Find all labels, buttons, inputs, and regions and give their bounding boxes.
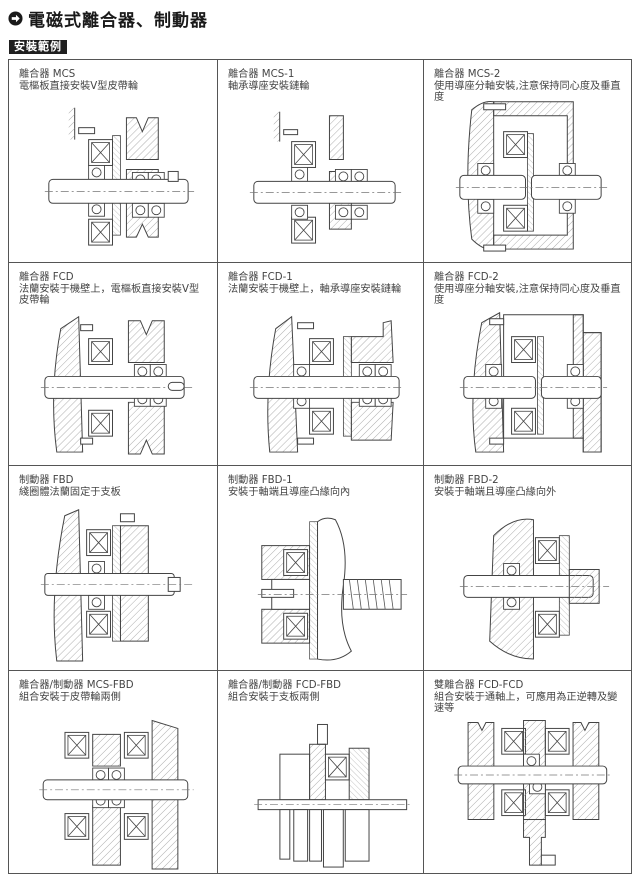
fcd2-clutch-drawing: [459, 311, 608, 453]
cell-caption: 雙離合器 FCD-FCD 組合安裝于通軸上，可應用為正逆轉及變速等: [434, 680, 623, 715]
model-description: 安裝于軸端且導座凸緣向外: [434, 486, 557, 498]
model-name: 離合器 MCS-2: [434, 69, 501, 80]
model-description: 綫圈體法蘭固定于支板: [19, 486, 121, 498]
cell-caption: 離合器 FCD-1 法蘭安裝于機壁上，軸承導座安裝鏈輪: [228, 272, 415, 295]
fbd2-brake-drawing: [459, 518, 610, 660]
cell-caption: 離合器/制動器 FCD-FBD 組合安裝于支板兩側: [228, 680, 415, 703]
model-name: 離合器 FCD-1: [228, 272, 293, 283]
fcd-fcd-double-clutch-drawing: [454, 720, 611, 866]
example-cell-mcs-1: 離合器 MCS-1 軸承導座安裝鏈輪: [218, 60, 424, 263]
cell-caption: 制動器 FBD-1 安裝于軸端且導座凸緣向內: [228, 475, 415, 498]
model-name: 制動器 FBD-2: [434, 475, 499, 486]
mcs-fbd-combo-drawing: [39, 719, 194, 870]
cell-caption: 離合器 MCS-1 軸承導座安裝鏈輪: [228, 69, 415, 92]
example-cell-fcd-fbd: 離合器/制動器 FCD-FBD 組合安裝于支板兩側: [218, 671, 424, 873]
model-name: 離合器 FCD: [19, 272, 74, 283]
cell-caption: 離合器 FCD-2 使用導座分軸安裝,注意保持同心度及垂直度: [434, 272, 623, 307]
model-description: 組合安裝于皮帶輪兩側: [19, 691, 121, 703]
example-cell-fbd: 制動器 FBD 綫圈體法蘭固定于支板: [9, 466, 218, 671]
model-description: 使用導座分軸安裝,注意保持同心度及垂直度: [434, 80, 621, 104]
model-description: 使用導座分軸安裝,注意保持同心度及垂直度: [434, 283, 621, 307]
model-description: 法蘭安裝于機壁上，軸承導座安裝鏈輪: [228, 283, 402, 295]
fbd1-brake-drawing: [257, 517, 408, 661]
page-title: 電磁式離合器、制動器: [28, 10, 208, 31]
model-description: 軸承導座安裝鏈輪: [228, 80, 310, 92]
cell-caption: 離合器/制動器 MCS-FBD 組合安裝于皮帶輪兩側: [19, 680, 209, 703]
cell-caption: 制動器 FBD-2 安裝于軸端且導座凸緣向外: [434, 475, 623, 498]
model-name: 制動器 FBD-1: [228, 475, 293, 486]
cell-caption: 制動器 FBD 綫圈體法蘭固定于支板: [19, 475, 209, 498]
example-cell-mcs-fbd: 離合器/制動器 MCS-FBD 組合安裝于皮帶輪兩側: [9, 671, 218, 873]
arrow-circle-right-icon: [8, 10, 23, 26]
fcd-fbd-combo-drawing: [254, 723, 411, 868]
fbd-brake-drawing: [40, 509, 193, 662]
cell-caption: 離合器 MCS-2 使用導座分軸安裝,注意保持同心度及垂直度: [434, 69, 623, 104]
model-description: 法蘭安裝于機壁上，電樞板直接安裝V型皮帶輪: [19, 283, 200, 307]
model-description: 電樞板直接安裝V型皮帶輪: [19, 80, 139, 92]
cell-caption: 離合器 MCS 電樞板直接安裝V型皮帶輪: [19, 69, 209, 92]
example-cell-fcd-1: 離合器 FCD-1 法蘭安裝于機壁上，軸承導座安裝鏈輪: [218, 263, 424, 466]
mcs1-clutch-drawing: [249, 111, 402, 244]
example-cell-fbd-2: 制動器 FBD-2 安裝于軸端且導座凸緣向外: [424, 466, 631, 671]
cell-caption: 離合器 FCD 法蘭安裝于機壁上，電樞板直接安裝V型皮帶輪: [19, 272, 209, 307]
model-name: 制動器 FBD: [19, 475, 74, 486]
installation-examples-grid: 離合器 MCS 電樞板直接安裝V型皮帶輪 離合器 MCS-1 軸承導座安裝鏈輪: [8, 59, 632, 874]
model-name: 離合器/制動器 MCS-FBD: [19, 680, 134, 691]
fcd-clutch-drawing: [40, 315, 193, 455]
example-cell-fcd-2: 離合器 FCD-2 使用導座分軸安裝,注意保持同心度及垂直度: [424, 263, 631, 466]
model-name: 離合器/制動器 FCD-FBD: [228, 680, 341, 691]
example-cell-mcs: 離合器 MCS 電樞板直接安裝V型皮帶輪: [9, 60, 218, 263]
fcd1-clutch-drawing: [249, 315, 404, 453]
example-cell-fbd-1: 制動器 FBD-1 安裝于軸端且導座凸緣向內: [218, 466, 424, 671]
model-description: 安裝于軸端且導座凸緣向內: [228, 486, 351, 498]
example-cell-fcd: 離合器 FCD 法蘭安裝于機壁上，電樞板直接安裝V型皮帶輪: [9, 263, 218, 466]
example-cell-fcd-fcd: 雙離合器 FCD-FCD 組合安裝于通軸上，可應用為正逆轉及變速等: [424, 671, 631, 873]
model-description: 組合安裝于支板兩側: [228, 691, 320, 703]
model-name: 離合器 FCD-2: [434, 272, 499, 283]
model-name: 離合器 MCS: [19, 69, 76, 80]
page-header: 電磁式離合器、制動器: [8, 6, 208, 31]
model-name: 離合器 MCS-1: [228, 69, 295, 80]
example-cell-mcs-2: 離合器 MCS-2 使用導座分軸安裝,注意保持同心度及垂直度: [424, 60, 631, 263]
model-name: 雙離合器 FCD-FCD: [434, 680, 524, 691]
section-tag: 安裝範例: [9, 40, 67, 54]
mcs2-clutch-drawing: [455, 100, 608, 252]
mcs-clutch-drawing: [44, 107, 195, 246]
model-description: 組合安裝于通軸上，可應用為正逆轉及變速等: [434, 691, 618, 715]
